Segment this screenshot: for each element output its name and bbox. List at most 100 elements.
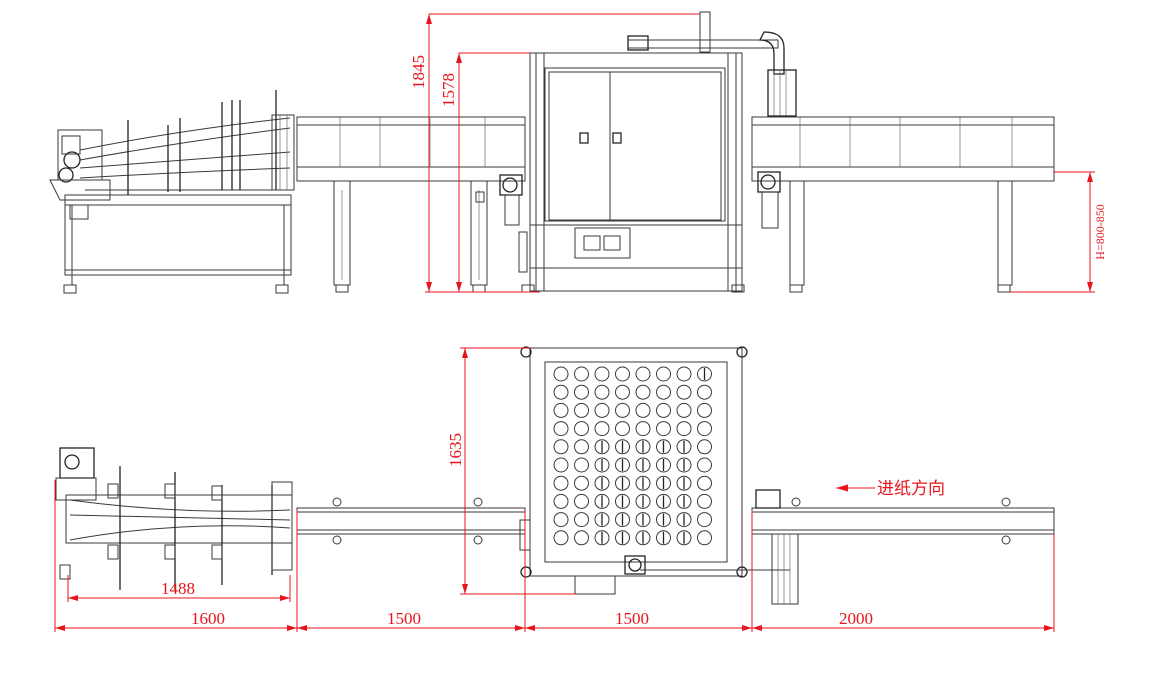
suction-hole (676, 457, 692, 473)
suction-hole (574, 493, 589, 509)
feed-direction-label: 进纸方向 (877, 479, 945, 499)
suction-hole (635, 402, 651, 418)
top-conveyor-left (296, 497, 526, 545)
side-view (49, 11, 1055, 294)
suction-hole (656, 530, 671, 546)
suction-hole (615, 421, 630, 437)
top-conveyor-right (751, 489, 1055, 605)
suction-hole (697, 530, 712, 546)
suction-hole (574, 530, 589, 546)
suction-hole (697, 439, 712, 455)
suction-hole (574, 512, 589, 528)
suction-hole (594, 402, 610, 418)
suction-hole (676, 530, 692, 546)
suction-hole (615, 512, 630, 528)
suction-hole (574, 475, 589, 491)
suction-hole (635, 366, 651, 382)
suction-hole (635, 457, 651, 473)
suction-hole (615, 366, 630, 382)
suction-hole (656, 457, 671, 473)
suction-hole-grid (553, 366, 712, 546)
dim-height-overall: 1845 (409, 55, 428, 89)
suction-hole (574, 402, 589, 418)
suction-hole (553, 384, 569, 400)
suction-hole (553, 439, 569, 455)
suction-hole (615, 457, 630, 473)
suction-hole (553, 475, 569, 491)
suction-hole (615, 384, 630, 400)
suction-hole (635, 530, 651, 546)
suction-hole (553, 402, 569, 418)
suction-hole (553, 366, 569, 382)
suction-hole (553, 457, 569, 473)
suction-hole (594, 530, 610, 546)
suction-hole (697, 512, 712, 528)
side-conveyor-left (296, 116, 526, 293)
suction-hole (697, 366, 712, 382)
suction-hole (553, 421, 569, 437)
suction-hole (635, 384, 651, 400)
suction-hole (697, 384, 712, 400)
suction-hole (574, 421, 589, 437)
suction-hole (656, 366, 671, 382)
suction-hole (676, 384, 692, 400)
suction-hole (676, 475, 692, 491)
suction-hole (676, 421, 692, 437)
suction-hole (615, 402, 630, 418)
dim-length-feeder: 1600 (191, 609, 225, 628)
suction-hole (553, 530, 569, 546)
suction-hole (697, 421, 712, 437)
dim-length-feeder-inner: 1488 (161, 579, 195, 598)
dimension-lines (54, 13, 1095, 632)
suction-hole (574, 366, 589, 382)
suction-hole (574, 457, 589, 473)
suction-hole (656, 493, 671, 509)
suction-hole (635, 439, 651, 455)
suction-hole (594, 384, 610, 400)
suction-hole (574, 439, 589, 455)
suction-hole (553, 493, 569, 509)
side-conveyor-right (751, 116, 1055, 293)
suction-hole (656, 384, 671, 400)
suction-hole (635, 493, 651, 509)
suction-hole (615, 530, 630, 546)
suction-hole (635, 421, 651, 437)
suction-hole (656, 439, 671, 455)
dim-length-conveyor-left: 1500 (387, 609, 421, 628)
suction-hole (656, 475, 671, 491)
dim-length-conveyor-right: 2000 (839, 609, 873, 628)
suction-hole (676, 402, 692, 418)
suction-hole (615, 439, 630, 455)
suction-hole (594, 493, 610, 509)
dim-length-machine: 1500 (615, 609, 649, 628)
suction-hole (594, 512, 610, 528)
side-main-frame (475, 11, 797, 293)
suction-hole (553, 512, 569, 528)
suction-hole (697, 457, 712, 473)
suction-hole (676, 512, 692, 528)
suction-hole (635, 512, 651, 528)
top-view (55, 346, 1055, 605)
suction-hole (594, 366, 610, 382)
suction-hole (656, 421, 671, 437)
suction-hole (656, 512, 671, 528)
suction-hole (635, 475, 651, 491)
suction-hole (615, 493, 630, 509)
top-main-frame (519, 346, 790, 595)
side-feeder (49, 90, 295, 294)
suction-hole (615, 475, 630, 491)
suction-hole (656, 402, 671, 418)
suction-hole (574, 384, 589, 400)
suction-hole (697, 402, 712, 418)
dim-width-top: 1635 (446, 433, 465, 467)
suction-hole (594, 457, 610, 473)
suction-hole (594, 439, 610, 455)
suction-hole (676, 366, 692, 382)
suction-hole (676, 493, 692, 509)
suction-hole (697, 493, 712, 509)
suction-hole (697, 475, 712, 491)
suction-hole (594, 421, 610, 437)
suction-hole (676, 439, 692, 455)
dim-height-range: H=800-850 (1093, 204, 1107, 259)
